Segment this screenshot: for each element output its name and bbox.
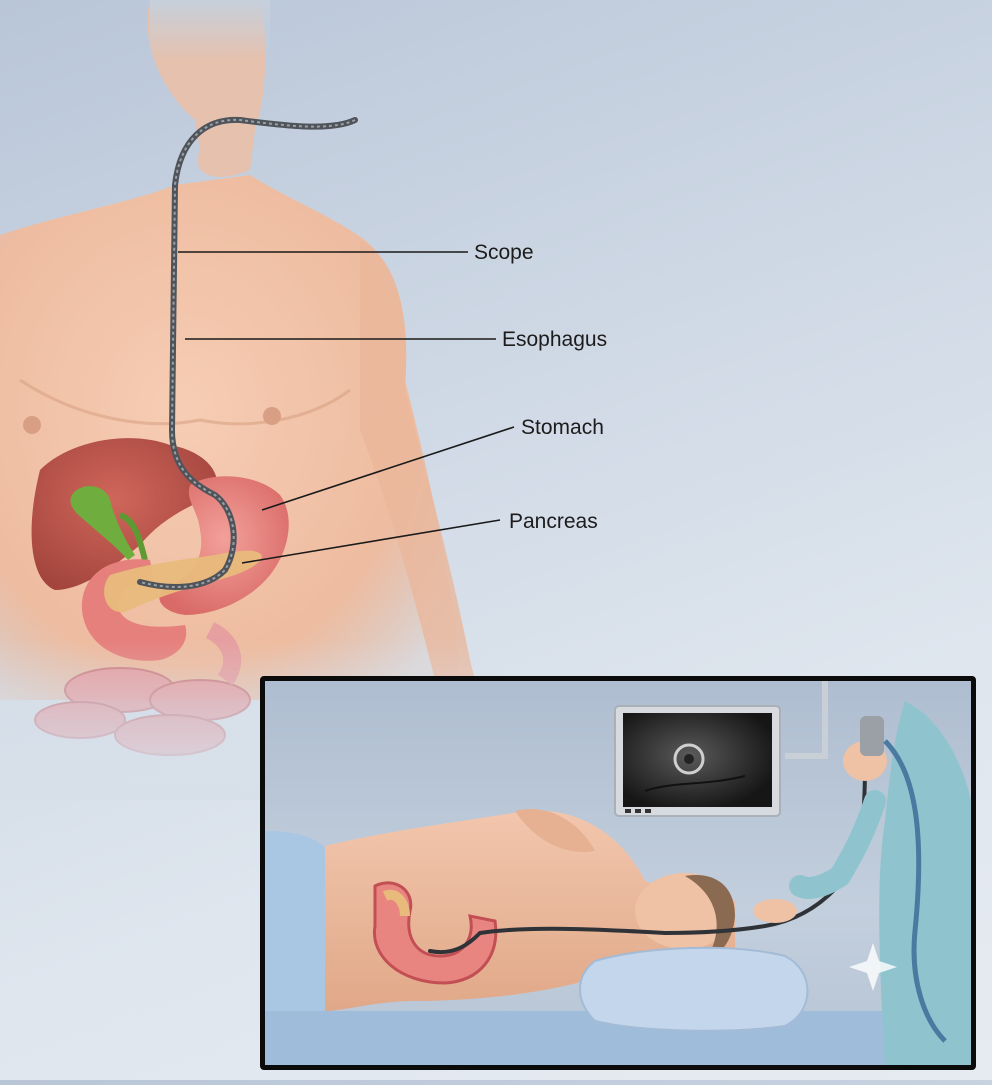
pancreas [104,550,262,613]
scope-cable [883,739,947,1043]
chest-contour [19,378,351,426]
scope-handle [860,716,884,756]
nipple-right [263,407,281,425]
bile-duct [118,512,148,561]
label-stomach: Stomach [521,416,604,439]
ultrasound-monitor-icon [614,705,781,817]
procedure-scene [265,681,971,1065]
nipple-left [23,416,41,434]
monitor-arm [785,681,828,759]
head [147,0,270,178]
scope-tube-highlight [139,118,356,588]
label-esophagus: Esophagus [502,328,608,351]
clinician [753,701,971,1065]
label-scope: Scope [474,241,534,264]
pillow [579,946,809,1032]
arm [360,240,480,700]
sparkle-icon [849,943,897,991]
procedure-inset [260,676,976,1070]
pancreas-leader-line [241,519,501,564]
bed-sheet [265,831,335,1065]
label-pancreas: Pancreas [509,510,598,533]
gallbladder [70,486,135,560]
cutaway-pancreas [382,889,410,917]
bed [265,1011,971,1065]
stomach-leader-line [261,426,515,511]
patient-arm [515,809,595,852]
